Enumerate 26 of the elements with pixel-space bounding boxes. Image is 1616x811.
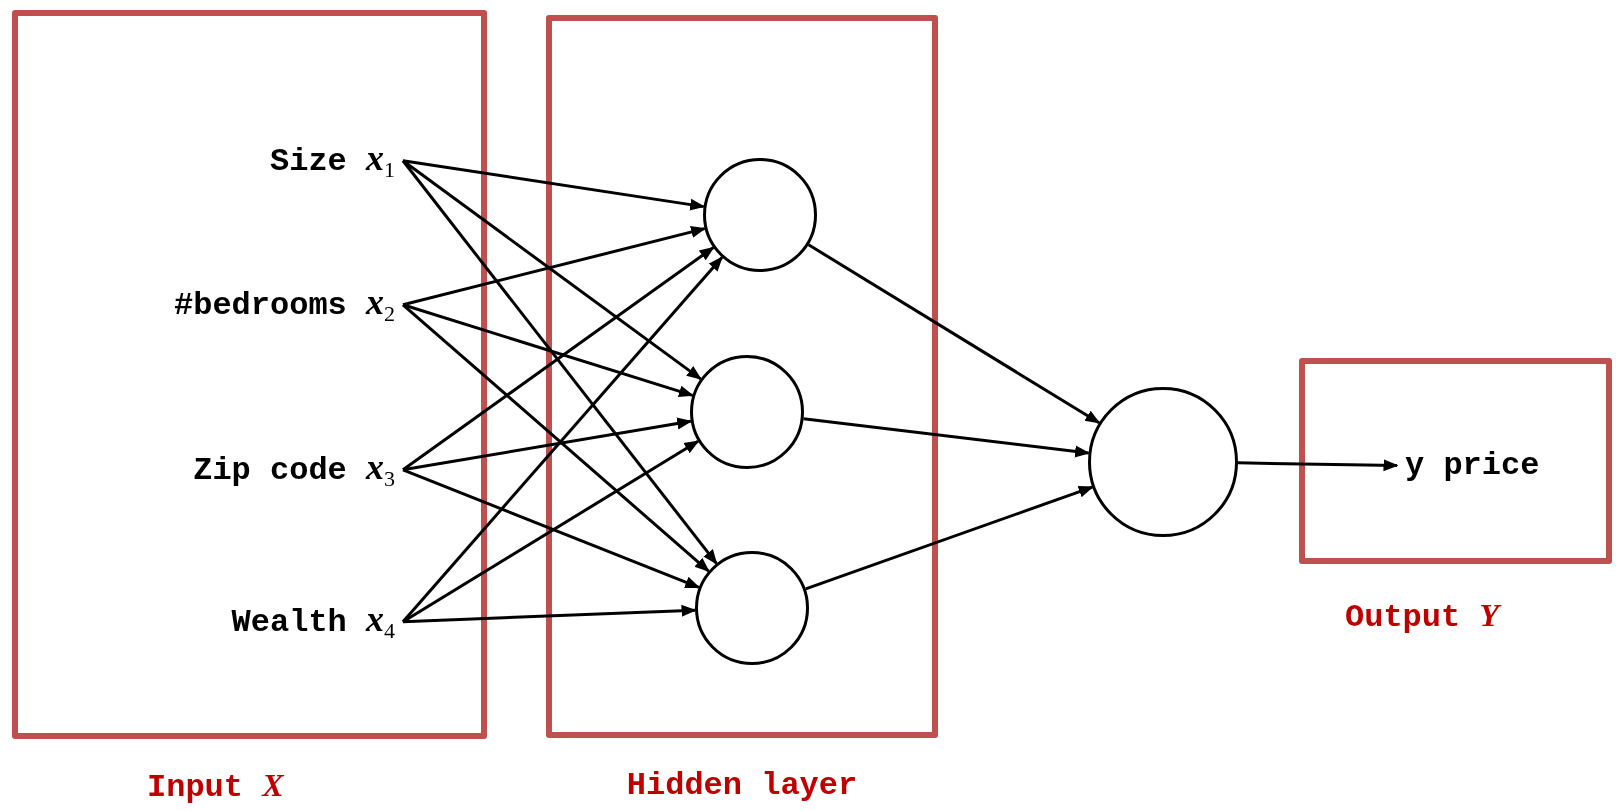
arrow <box>807 243 1101 425</box>
arrow <box>402 439 700 624</box>
arrow <box>1237 459 1399 472</box>
feature-label: Wealth x$_{4}$ <box>231 600 395 644</box>
layer-title: Hidden layer <box>626 768 858 804</box>
arrow <box>402 303 710 573</box>
arrow <box>402 468 701 589</box>
feature-label: y price <box>1405 448 1540 484</box>
arrow <box>803 417 1091 458</box>
arrow <box>402 159 706 211</box>
arrow <box>402 159 702 381</box>
arrow <box>402 604 697 624</box>
layer-frame <box>1299 358 1612 564</box>
layer-frame <box>12 10 487 739</box>
arrow <box>805 485 1094 591</box>
arrow <box>402 303 694 398</box>
arrow <box>402 246 715 471</box>
feature-label: #bedrooms x$_{2}$ <box>173 283 395 327</box>
layer-title: Input X <box>147 768 284 806</box>
arrow <box>402 226 707 307</box>
arrow <box>401 256 724 623</box>
arrow <box>402 417 693 472</box>
layer-frame <box>546 15 938 738</box>
feature-label: Zip code x$_{3}$ <box>193 448 395 492</box>
feature-label: Size x$_{1}$ <box>270 139 395 183</box>
arrow <box>401 159 718 565</box>
